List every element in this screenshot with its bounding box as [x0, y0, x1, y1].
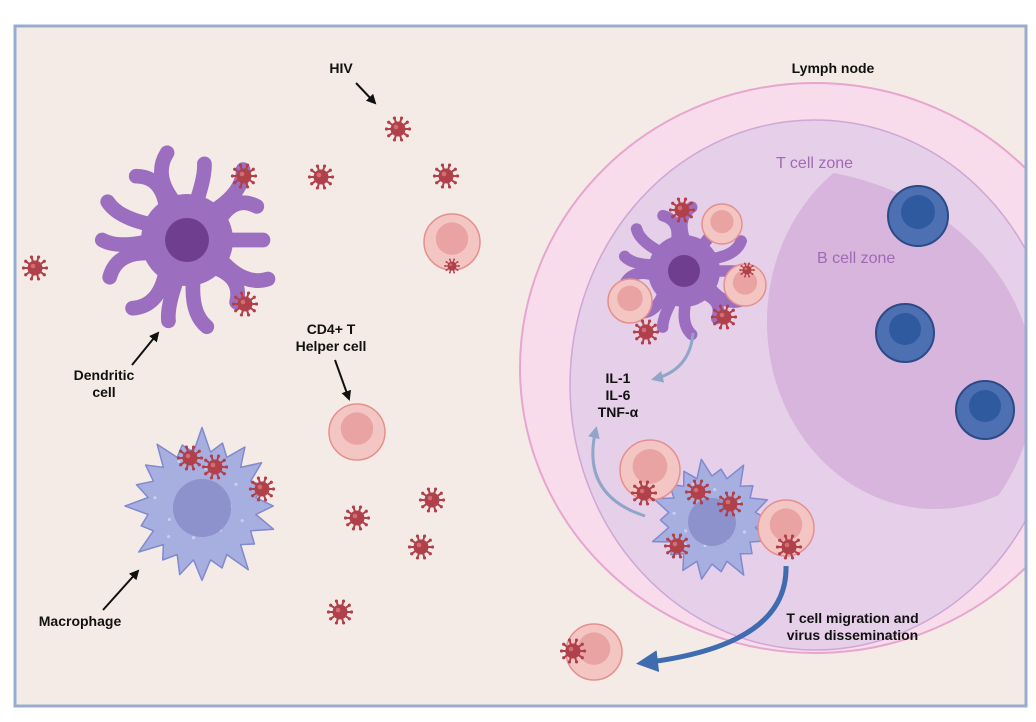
hiv-virion [739, 262, 755, 278]
hiv-virion [559, 638, 587, 664]
cd4-arrow [334, 359, 352, 401]
dendritic-cell-label-line1: Dendritic [73, 367, 135, 383]
migration-label: T cell migration and virus dissemination [770, 610, 935, 644]
hiv-virion [432, 163, 460, 189]
hiv-virion [176, 445, 204, 471]
t-cell [757, 499, 815, 557]
dendritic-cell [94, 145, 276, 335]
hiv-label: HIV [329, 60, 353, 76]
macrophage-label: Macrophage [38, 613, 122, 629]
b-cell-zone-label: B cell zone [817, 250, 896, 267]
hiv-virion [230, 163, 258, 189]
cytokine-list: IL-1 IL-6 TNF-α [588, 370, 648, 421]
cytokine-arrow-up [588, 426, 646, 518]
hiv-virion [407, 534, 435, 560]
b-cell [955, 380, 1015, 440]
hiv-virion [716, 491, 744, 517]
lymph-node-label: Lymph node [791, 60, 875, 76]
hiv-arrow [355, 82, 377, 105]
cd4-label-line1: CD4+ T [306, 321, 356, 337]
hiv-virion [710, 304, 738, 330]
hiv-virion [418, 487, 446, 513]
cytokine-arrow-down [651, 332, 695, 383]
diagram-frame [13, 24, 1028, 708]
hiv-virion [775, 534, 803, 560]
hiv-virion [307, 164, 335, 190]
hiv-virion [326, 599, 354, 625]
dendritic-cell-label: Dendritic cell [64, 367, 144, 401]
dendritic-arrow [131, 331, 160, 366]
hiv-virion [632, 319, 660, 345]
t-cell-zone-label: T cell zone [776, 155, 854, 172]
hiv-virion [231, 291, 259, 317]
hiv-virion [663, 533, 691, 559]
hiv-virion [444, 258, 460, 274]
hiv-virion [630, 480, 658, 506]
t-cell [607, 278, 653, 324]
migration-arrow [636, 565, 789, 673]
t-cell [423, 213, 481, 271]
migrating-t-cell [565, 623, 623, 681]
hiv-virion [668, 197, 696, 223]
hiv-virion [201, 454, 229, 480]
dendritic-cell-label-line2: cell [92, 384, 116, 400]
cytokine-il6: IL-6 [605, 387, 631, 403]
cd4-t-helper-cell [328, 403, 386, 461]
cytokine-il1: IL-1 [605, 370, 631, 386]
cd4-label-line2: Helper cell [295, 338, 367, 354]
macrophage [124, 426, 275, 582]
dendritic-cell-lymph [618, 201, 747, 341]
b-cell [875, 303, 935, 363]
cd4-label: CD4+ T Helper cell [276, 321, 386, 355]
b-cell [887, 185, 949, 247]
hiv-virion [248, 476, 276, 502]
hiv-virion [21, 255, 49, 281]
t-cell [701, 203, 743, 245]
hiv-virion [384, 116, 412, 142]
hiv-virion [343, 505, 371, 531]
cytokine-tnf: TNF-α [597, 404, 639, 420]
migration-label-line1: T cell migration and [786, 610, 919, 626]
migration-label-line2: virus dissemination [786, 627, 919, 643]
t-cell [723, 263, 767, 307]
macrophage-arrow [102, 569, 140, 611]
hiv-virion [684, 479, 712, 505]
